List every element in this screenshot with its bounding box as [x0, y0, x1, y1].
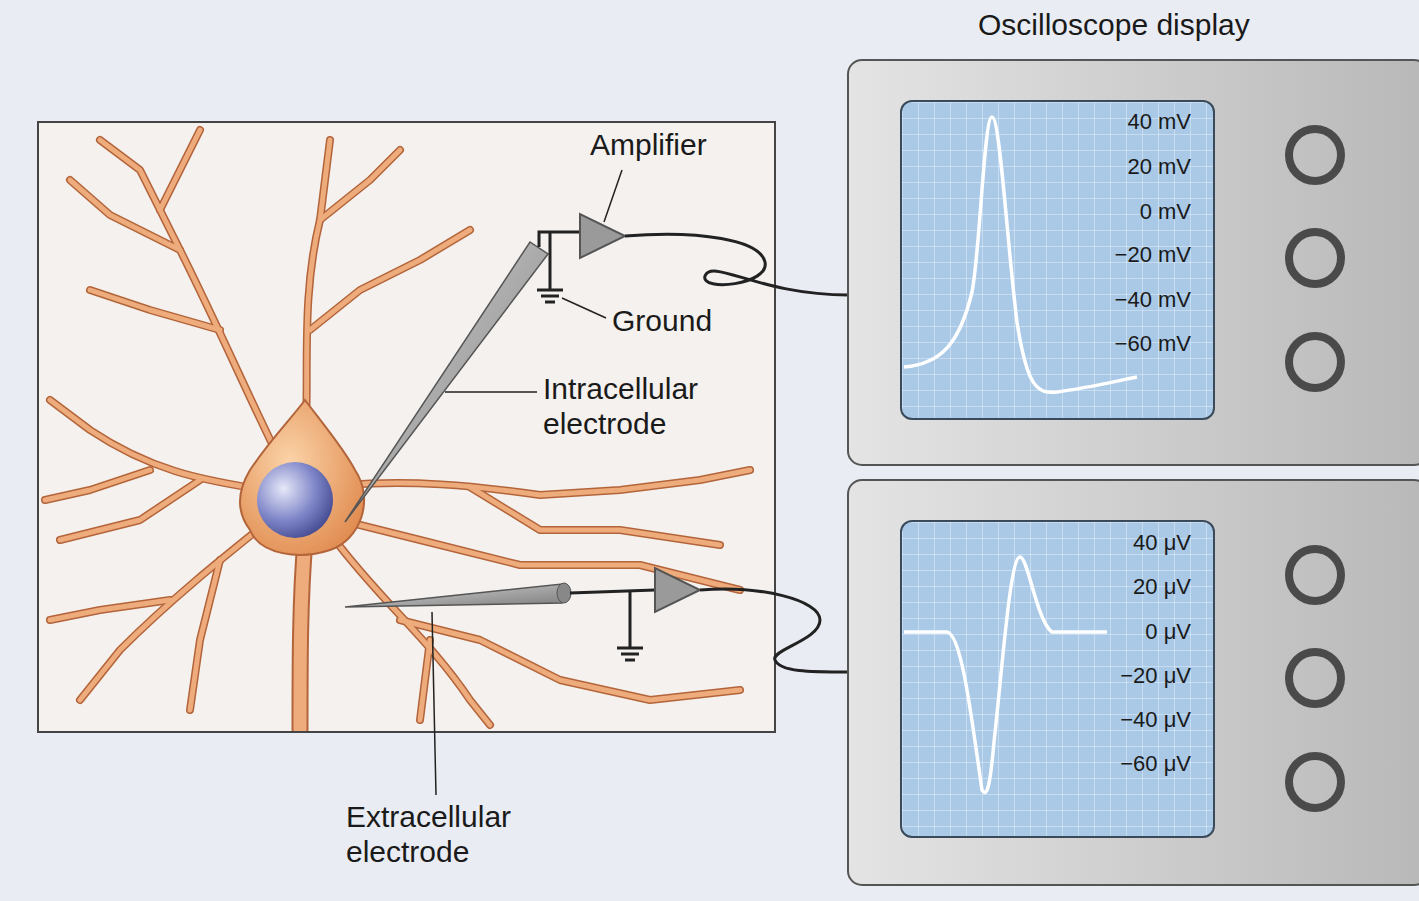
scale-label: −20 μV	[1120, 663, 1191, 689]
part-label: Intracellular electrode	[543, 372, 753, 441]
oscilloscope-screen: 40 μV 20 μV 0 μV −20 μV −40 μV −60 μV	[900, 520, 1215, 838]
panel-heading: Oscilloscope display	[978, 8, 1338, 43]
extracellular-setup	[345, 568, 848, 672]
scale-label: 40 μV	[1133, 530, 1191, 556]
scale-label: 40 mV	[1127, 109, 1191, 135]
scale-label: −40 mV	[1115, 287, 1191, 313]
scale-label: −20 mV	[1115, 242, 1191, 268]
waveform	[904, 117, 1137, 392]
part-label: Amplifier	[590, 128, 770, 163]
intracellular-setup	[345, 214, 848, 522]
figure-frame	[38, 122, 775, 732]
scale-label: 0 μV	[1145, 619, 1191, 645]
scale-label: 20 mV	[1127, 154, 1191, 180]
scale-label: −60 μV	[1120, 751, 1191, 777]
scale-label: −60 mV	[1115, 331, 1191, 357]
scale-label: 20 μV	[1133, 574, 1191, 600]
part-label: Extracellular electrode	[346, 800, 556, 869]
scale-label: 0 mV	[1140, 199, 1191, 225]
scale-label: −40 μV	[1120, 707, 1191, 733]
waveform	[904, 557, 1107, 792]
oscilloscope-screen: 40 mV 20 mV 0 mV −20 mV −40 mV −60 mV	[900, 100, 1215, 420]
leader-lines	[432, 170, 622, 795]
oscilloscope-panels	[848, 60, 1419, 885]
part-label: Ground	[612, 304, 772, 339]
